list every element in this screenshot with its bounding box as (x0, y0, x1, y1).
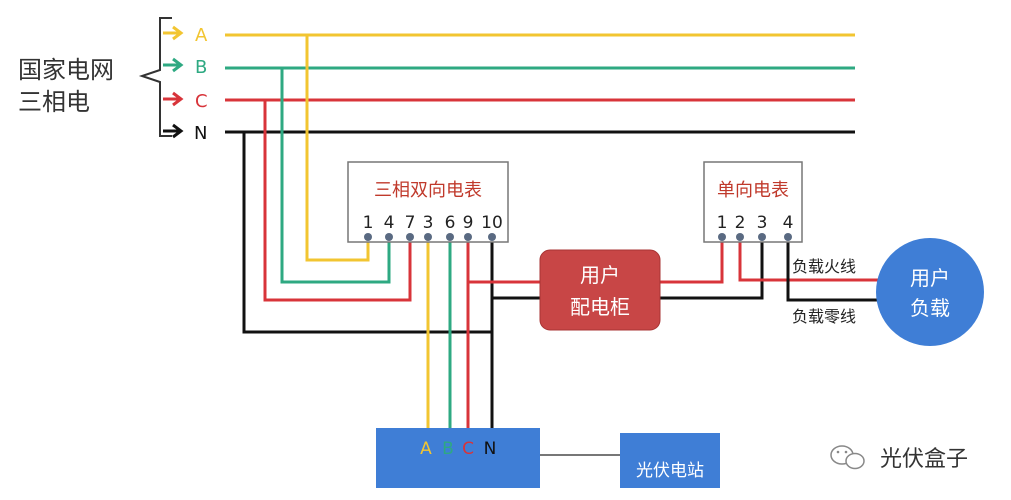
inverter-terminal-c: C (462, 439, 474, 459)
bidirectional-meter-title: 三相双向电表 (374, 180, 482, 201)
inverter-terminal-n: N (484, 439, 497, 459)
meter-terminal-3: 3 (423, 213, 434, 233)
phase-arrow-n (163, 123, 184, 139)
pv-station-box (620, 433, 720, 488)
meter-terminal-9: 9 (463, 213, 474, 233)
wire-cabinet-to-single-3 (660, 236, 764, 300)
wire-single-4-to-load (786, 236, 880, 302)
user-load-line2: 负载 (910, 296, 950, 320)
phase-label-n: N (194, 123, 207, 144)
grid-label-line1: 国家电网 (18, 56, 114, 84)
cabinet-line1: 用户 (580, 263, 620, 287)
meter-terminal-7: 7 (405, 213, 416, 233)
phase-arrow-a (163, 25, 184, 41)
distribution-cabinet-box (539, 249, 661, 331)
single-terminal-3: 3 (757, 213, 768, 233)
meter-terminal-4: 4 (384, 213, 395, 233)
meter-terminal-dots (364, 233, 496, 241)
single-meter-title: 单向电表 (717, 180, 789, 201)
load-neutral-label: 负载零线 (792, 307, 856, 326)
load-live-label: 负载火线 (792, 257, 856, 276)
bidirectional-meter-box (347, 161, 509, 243)
watermark-text: 光伏盒子 (880, 447, 968, 472)
inverter-terminal-b: B (442, 439, 454, 459)
single-terminal-dots (718, 233, 792, 241)
wire-cabinet-to-single-1 (660, 236, 724, 284)
wire-a-to-meter-1 (305, 35, 370, 262)
wire-c-to-meter-7 (263, 100, 412, 302)
inverter-box (376, 428, 540, 488)
wire-single-2-to-load (738, 236, 880, 282)
pv-station-label: 光伏电站 (636, 461, 704, 481)
single-terminal-2: 2 (735, 213, 746, 233)
user-load-circle (876, 238, 984, 346)
meter-terminal-6: 6 (445, 213, 456, 233)
meter-terminal-1: 1 (363, 213, 374, 233)
cabinet-line2: 配电柜 (570, 295, 630, 319)
phase-label-c: C (195, 91, 208, 112)
phase-label-a: A (195, 25, 208, 46)
phase-arrow-c (163, 91, 184, 107)
user-load-line1: 用户 (910, 266, 950, 290)
meter-terminal-10: 10 (481, 213, 503, 233)
wire-b-to-meter-4 (280, 68, 391, 284)
inverter-terminal-a: A (420, 439, 432, 459)
single-meter-box (703, 161, 803, 243)
grid-brace (138, 17, 172, 137)
phase-arrow-b (163, 57, 184, 73)
wechat-icon (830, 445, 865, 470)
single-terminal-1: 1 (717, 213, 728, 233)
phase-label-b: B (195, 57, 207, 78)
grid-label-line2: 三相电 (18, 88, 90, 116)
single-terminal-4: 4 (783, 213, 794, 233)
